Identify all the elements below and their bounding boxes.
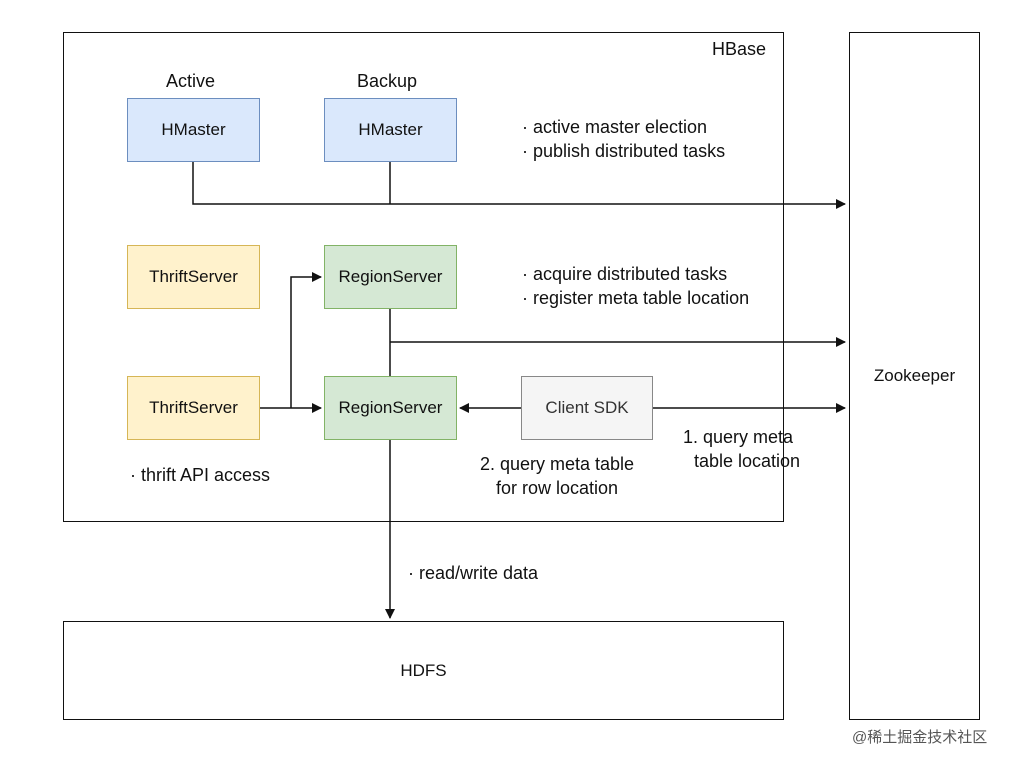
- watermark-text: @稀土掘金技术社区: [852, 729, 988, 746]
- master-note-election: · active master election: [522, 117, 708, 137]
- edge-label-query-row-line1: 2. query meta table: [479, 454, 635, 474]
- client-sdk-label: Client SDK: [545, 398, 629, 417]
- zookeeper-node: Zookeeper: [849, 32, 980, 720]
- active-hmaster-label: HMaster: [161, 120, 226, 139]
- region-server-top-label: RegionServer: [338, 267, 443, 286]
- active-hmaster-node: HMaster: [127, 98, 260, 162]
- zookeeper-label: Zookeeper: [873, 366, 956, 385]
- region-server-top-node: RegionServer: [324, 245, 457, 309]
- backup-master-caption: Backup: [357, 71, 418, 91]
- active-master-caption: Active: [166, 71, 216, 91]
- region-server-bottom-label: RegionServer: [338, 398, 443, 417]
- thrift-server-bottom-node: ThriftServer: [127, 376, 260, 440]
- backup-hmaster-node: HMaster: [324, 98, 457, 162]
- hbase-label: HBase: [712, 39, 767, 59]
- backup-hmaster-label: HMaster: [358, 120, 423, 139]
- hdfs-label: HDFS: [400, 660, 447, 680]
- thrift-server-bottom-label: ThriftServer: [149, 398, 238, 417]
- edge-label-query-meta-line1: 1. query meta: [682, 427, 794, 447]
- edge-label-query-row-line2: for row location: [495, 478, 619, 498]
- thrift-server-top-node: ThriftServer: [127, 245, 260, 309]
- region-server-bottom-node: RegionServer: [324, 376, 457, 440]
- edge-label-query-meta: 1. query meta table location: [672, 425, 822, 473]
- region-note-register: · register meta table location: [522, 288, 750, 308]
- edge-label-query-row: 2. query meta table for row location: [462, 452, 652, 500]
- thrift-server-top-label: ThriftServer: [149, 267, 238, 286]
- master-note-publish: · publish distributed tasks: [522, 141, 726, 161]
- hdfs-node: HDFS: [63, 621, 784, 720]
- client-sdk-node: Client SDK: [521, 376, 653, 440]
- thrift-note: · thrift API access: [130, 465, 271, 485]
- region-note-acquire: · acquire distributed tasks: [522, 264, 728, 284]
- edge-label-query-meta-line2: table location: [693, 451, 801, 471]
- edge-label-read-write: · read/write data: [408, 563, 539, 583]
- hbase-container: [63, 32, 784, 522]
